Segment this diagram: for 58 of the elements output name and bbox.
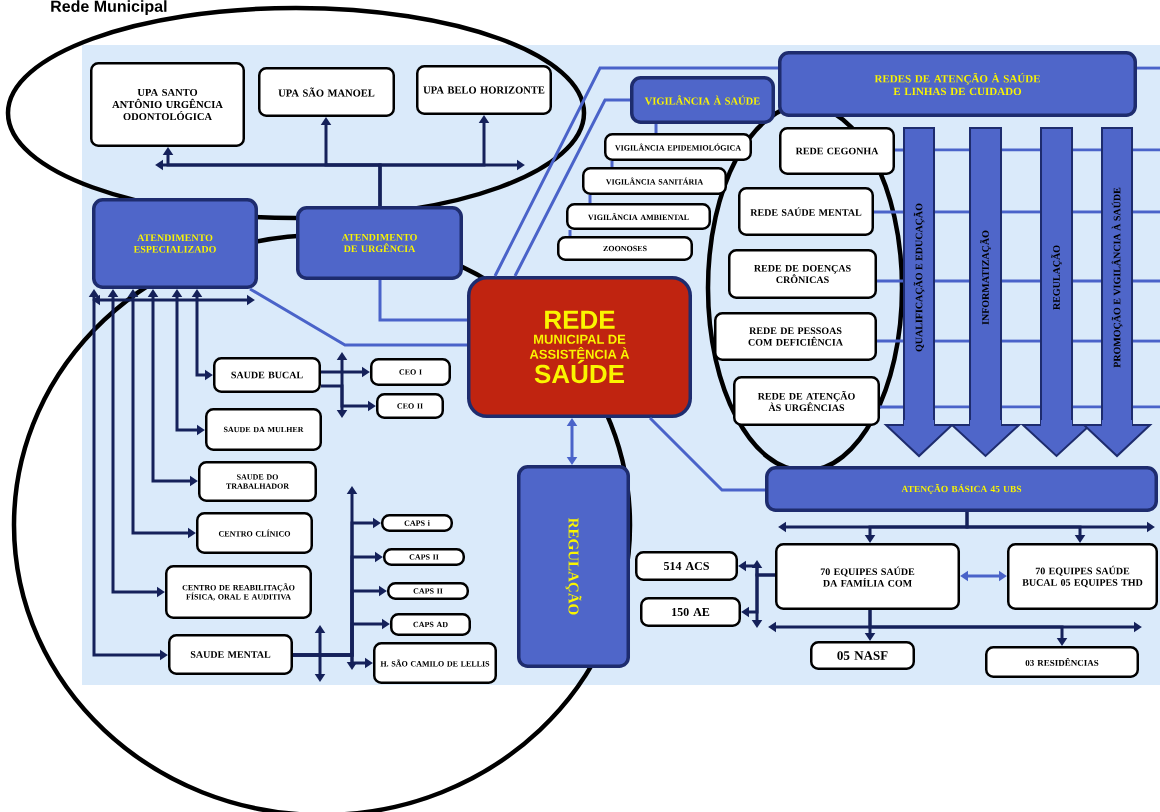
connector-line — [654, 124, 658, 133]
arrow — [566, 418, 578, 465]
connector-line — [513, 98, 630, 277]
service-box: SAUDE MENTAL — [168, 634, 293, 675]
connector-line — [874, 210, 903, 214]
connector-line — [877, 279, 903, 283]
service-box: UPA SANTO ANTÔNIO URGÊNCIA ODONTOLÓGICA — [90, 62, 245, 147]
service-box: VIGILÂNCIA EPIDEMIOLÓGICA — [604, 133, 752, 161]
service-box: SAUDE DO TRABALHADOR — [198, 461, 317, 502]
central-box: REDE MUNICIPAL DE ASSISTÊNCIA À SAÚDE — [467, 276, 692, 418]
arrow — [741, 573, 775, 618]
connector-line — [895, 148, 903, 152]
service-box: CENTRO CLÍNICO — [196, 512, 313, 554]
arrow — [965, 512, 1086, 543]
connector-line — [378, 280, 467, 322]
service-box: REDE DE DOENÇAS CRÔNICAS — [728, 249, 877, 299]
service-box: H. SÃO CAMILO DE LELLIS — [373, 642, 497, 684]
service-box: REDE SAÚDE MENTAL — [738, 187, 874, 236]
service-box: VIGILÂNCIA SANITÁRIA — [582, 167, 727, 195]
header-box: VIGILÂNCIA À SAÚDE — [630, 76, 775, 124]
title: Rede Municipal — [51, 0, 167, 16]
service-box: CENTRO DE REABILITAÇÃO FÍSICA, ORAL E AUDITIVA — [165, 565, 312, 619]
service-box: 05 NASF — [810, 641, 915, 670]
arrow — [868, 610, 1068, 646]
service-box: REDE CEGONHA — [779, 127, 895, 175]
service-box: UPA BELO HORIZONTE — [416, 65, 552, 115]
service-box: VIGILÂNCIA AMBIENTAL — [566, 203, 711, 230]
service-box: REDE DE ATENÇÃO ÀS URGÊNCIAS — [733, 376, 880, 426]
connector-line — [610, 161, 614, 167]
service-box: ZOONOSES — [557, 236, 693, 261]
service-box: SAUDE BUCAL — [213, 357, 321, 393]
service-box: CEO I — [370, 358, 451, 386]
connector-line — [249, 287, 467, 347]
service-box: 70 EQUIPES SAÚDE BUCAL 05 EQUIPES THD — [1007, 543, 1158, 610]
connector-line — [568, 230, 572, 236]
service-box: 150 AE — [640, 597, 741, 627]
arrow — [960, 570, 1007, 582]
header-box: ATENDIMENTO DE URGÊNCIA — [296, 206, 463, 280]
service-box: 03 RESIDÊNCIAS — [985, 646, 1139, 678]
service-box: CAPS i — [381, 514, 453, 532]
header-box: REDES DE ATENÇÃO À SAÚDE E LINHAS DE CUIDADO — [778, 51, 1137, 117]
service-box: SAUDE DA MULHER — [205, 408, 322, 451]
header-box: ATENDIMENTO ESPECIALIZADO — [92, 198, 258, 289]
connector-line — [877, 339, 903, 343]
service-box: REDE DE PESSOAS COM DEFICIÊNCIA — [714, 312, 877, 361]
service-box: CAPS II — [387, 582, 469, 600]
service-box: CAPS AD — [390, 613, 471, 636]
service-box: 514 ACS — [635, 551, 738, 581]
connector-line — [880, 405, 903, 409]
header-box: ATENÇÃO BÁSICA 45 UBS — [765, 466, 1158, 512]
service-box: UPA SÃO MANOEL — [258, 67, 395, 117]
connector-line — [648, 416, 765, 492]
service-box: CAPS II — [383, 548, 465, 566]
connector-line — [493, 66, 778, 277]
service-box: 70 EQUIPES SAÚDE DA FAMÍLIA COM — [775, 543, 960, 610]
service-box: CEO II — [376, 393, 444, 419]
header-box: REGULAÇÃO — [517, 465, 630, 668]
connector-line — [588, 195, 592, 203]
